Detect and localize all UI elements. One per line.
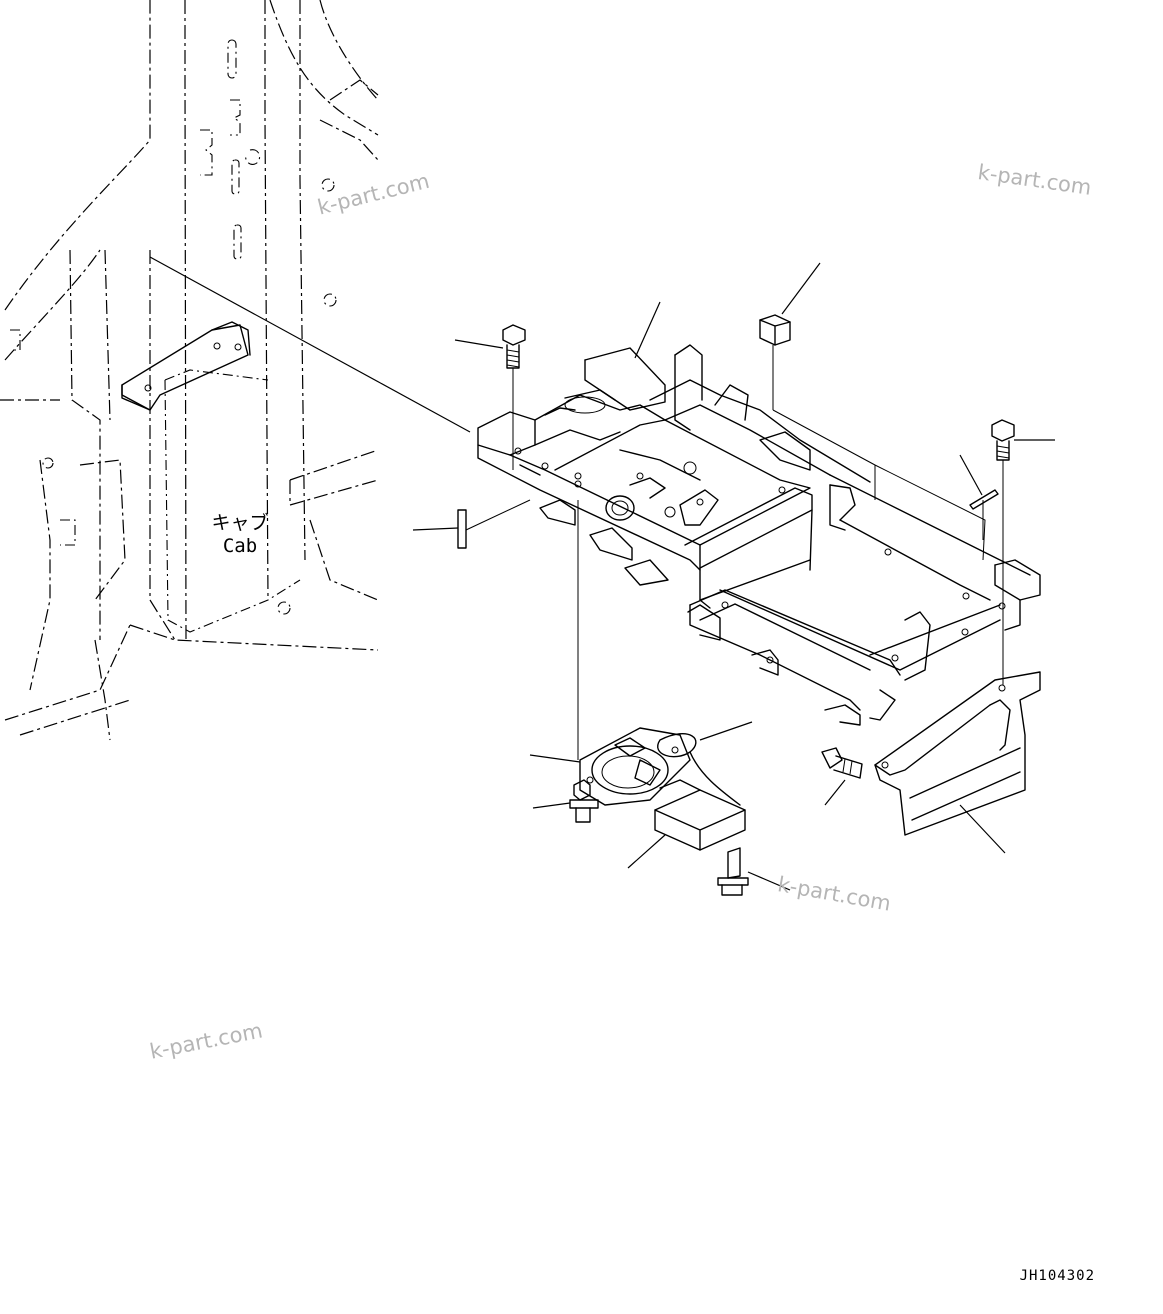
lower-bracket [874, 671, 1041, 854]
frame-reference-lines [772, 409, 986, 561]
cab-label-jp: キャブ [211, 512, 269, 534]
main-support-frame [477, 344, 1041, 726]
bolt-upper-left [454, 324, 526, 470]
drawing-code: JH104302 [1019, 1268, 1095, 1284]
bolt-lower [717, 847, 791, 896]
pin-right [959, 454, 999, 540]
controller-box [627, 779, 746, 869]
clip-tag [759, 262, 821, 410]
bolt-side [821, 747, 863, 806]
bolt-upper-right [991, 419, 1055, 685]
connection-line [149, 256, 471, 433]
cab-structure [0, 0, 379, 741]
cab-mount-bracket [121, 321, 251, 411]
frame-leader [634, 301, 661, 359]
cab-label-en: Cab [222, 535, 258, 557]
speaker-assembly [529, 500, 753, 806]
cab-label: キャブ Cab [205, 512, 275, 558]
pin-left [412, 499, 531, 549]
bolt-speaker [532, 779, 599, 823]
